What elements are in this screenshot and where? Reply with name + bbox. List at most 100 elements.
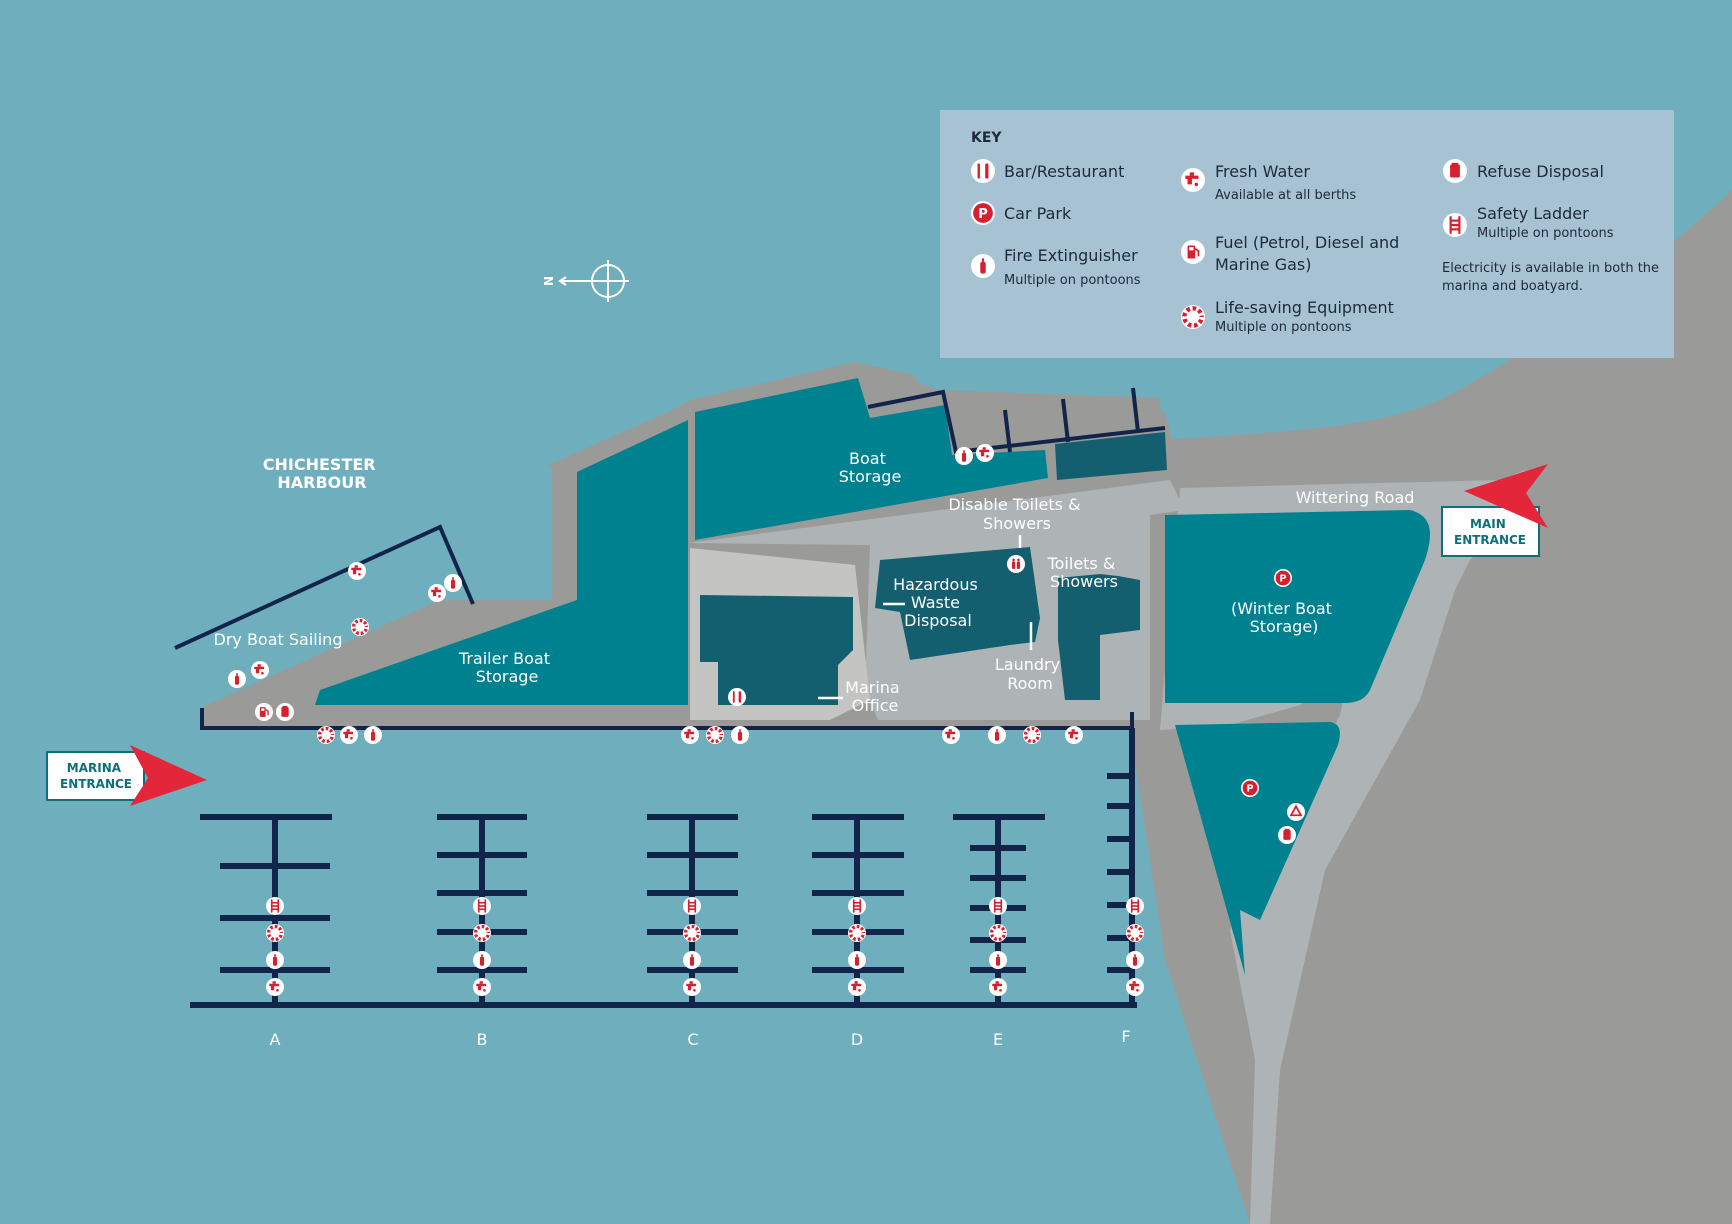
safety-ladder-icon — [1443, 213, 1467, 237]
fire-extinguisher-icon — [1126, 951, 1144, 969]
fire-extinguisher-icon — [473, 951, 491, 969]
refuse-disposal-icon — [1278, 826, 1296, 844]
svg-text:P: P — [1279, 574, 1286, 585]
life-saving-icon — [1181, 305, 1205, 329]
fire-extinguisher-icon — [444, 574, 462, 592]
key-item-life-saving: Life-saving Equipment Multiple on pontoo… — [1181, 298, 1394, 335]
main-entrance[interactable]: MAIN ENTRANCE — [1441, 464, 1548, 557]
trailer-boat-storage-area — [315, 420, 688, 705]
trailer-boat-storage-label: Trailer Boat Storage — [458, 649, 555, 686]
fresh-water-icon — [251, 661, 269, 679]
life-saving-icon — [351, 618, 369, 636]
recycle-icon — [1287, 803, 1305, 821]
bar-restaurant-icon — [971, 159, 995, 183]
key-item-fuel: Fuel (Petrol, Diesel and Marine Gas) — [1181, 233, 1399, 274]
top-pontoon — [867, 389, 1166, 455]
fresh-water-icon — [473, 978, 491, 996]
fire-extinguisher-icon — [989, 951, 1007, 969]
svg-text:P: P — [1246, 784, 1253, 795]
svg-text:Fresh Water: Fresh Water — [1215, 162, 1310, 181]
key-item-fire-extinguisher: Fire Extinguisher Multiple on pontoons — [971, 246, 1141, 288]
life-saving-icon — [473, 924, 491, 942]
fresh-water-icon — [1181, 168, 1205, 192]
pier-label-e: E — [993, 1030, 1003, 1049]
svg-text:Multiple on pontoons: Multiple on pontoons — [1004, 273, 1141, 288]
lower-storage-area — [1175, 722, 1340, 975]
svg-text:Available at all berths: Available at all berths — [1215, 188, 1356, 203]
fuel-icon — [255, 703, 273, 721]
laundry-room-label: Laundry Room — [995, 655, 1065, 693]
safety-ladder-icon — [266, 897, 284, 915]
svg-text:MARINA ENTRANCE: MARINA ENTRANCE — [60, 761, 132, 791]
boat-storage-area — [695, 378, 1048, 540]
fire-extinguisher-icon — [848, 951, 866, 969]
fresh-water-icon — [1065, 726, 1083, 744]
pier-label-f: F — [1121, 1027, 1130, 1046]
winter-boat-storage-label: (Winter Boat Storage) — [1231, 599, 1337, 636]
compass-icon — [558, 260, 629, 302]
life-saving-icon — [989, 924, 1007, 942]
refuse-disposal-icon — [1443, 159, 1467, 183]
fire-extinguisher-icon — [266, 951, 284, 969]
safety-ladder-icon — [473, 897, 491, 915]
car-park-icon: P — [971, 201, 995, 225]
car-park-icon: P — [1241, 779, 1259, 797]
life-saving-icon — [266, 924, 284, 942]
life-saving-icon — [683, 924, 701, 942]
key-title: KEY — [971, 130, 1002, 146]
upper-building — [1055, 432, 1167, 480]
fresh-water-icon — [428, 584, 446, 602]
safety-ladder-icon — [1126, 897, 1144, 915]
pier-label-d: D — [851, 1030, 863, 1049]
boatyard-land — [200, 362, 1470, 1224]
boat-storage-label: Boat Storage — [839, 449, 902, 486]
svg-text:Car Park: Car Park — [1004, 204, 1072, 223]
marina-entrance[interactable]: MARINA ENTRANCE — [46, 745, 207, 806]
key-note: Electricity is available in both the mar… — [1442, 261, 1663, 294]
key-item-car-park: P Car Park — [971, 201, 1072, 225]
safety-ladder-icon — [989, 897, 1007, 915]
top-pontoon-fingers — [1003, 387, 1140, 453]
svg-text:Bar/Restaurant: Bar/Restaurant — [1004, 162, 1124, 181]
pier-label-a: A — [270, 1030, 281, 1049]
marina-office-building — [700, 595, 853, 705]
toilets-building — [1058, 574, 1140, 700]
fire-extinguisher-icon — [364, 726, 382, 744]
fire-extinguisher-icon — [955, 447, 973, 465]
pontoons — [190, 728, 1137, 1008]
facility-icons: PP — [228, 444, 1305, 996]
toilet-icon — [1007, 555, 1025, 573]
fire-extinguisher-icon — [228, 670, 246, 688]
disable-toilets-label: Disable Toilets & Showers — [948, 495, 1085, 533]
key-item-safety-ladder: Safety Ladder Multiple on pontoons — [1443, 204, 1614, 241]
fire-extinguisher-icon — [683, 951, 701, 969]
fresh-water-icon — [848, 978, 866, 996]
dry-boat-pontoon — [174, 524, 475, 650]
leader-lines — [818, 535, 1033, 700]
harbour-label: CHICHESTER HARBOUR — [263, 455, 381, 492]
svg-text:Multiple on pontoons: Multiple on pontoons — [1477, 226, 1614, 241]
fresh-water-icon — [976, 444, 994, 462]
svg-text:Multiple on pontoons: Multiple on pontoons — [1215, 320, 1352, 335]
fire-extinguisher-icon — [971, 254, 995, 278]
key-item-refuse-disposal: Refuse Disposal — [1443, 159, 1604, 183]
svg-text:Fuel (Petrol, Diesel and: Fuel (Petrol, Diesel and — [1215, 233, 1399, 252]
life-saving-icon — [706, 726, 724, 744]
svg-text:Refuse Disposal: Refuse Disposal — [1477, 162, 1604, 181]
fresh-water-icon — [681, 726, 699, 744]
fresh-water-icon — [1126, 978, 1144, 996]
fire-extinguisher-icon — [731, 726, 749, 744]
life-saving-icon — [1023, 726, 1041, 744]
svg-text:Safety Ladder: Safety Ladder — [1477, 204, 1589, 223]
pier-label-b: B — [477, 1030, 488, 1049]
safety-ladder-icon — [848, 897, 866, 915]
life-saving-icon — [848, 924, 866, 942]
svg-text:MAIN ENTRANCE: MAIN ENTRANCE — [1454, 517, 1526, 547]
fresh-water-icon — [989, 978, 1007, 996]
hazardous-waste-building — [875, 547, 1040, 660]
refuse-disposal-icon — [276, 703, 294, 721]
dry-boat-sailing-label: Dry Boat Sailing — [214, 630, 343, 649]
pier-label-c: C — [687, 1030, 698, 1049]
fresh-water-icon — [340, 726, 358, 744]
